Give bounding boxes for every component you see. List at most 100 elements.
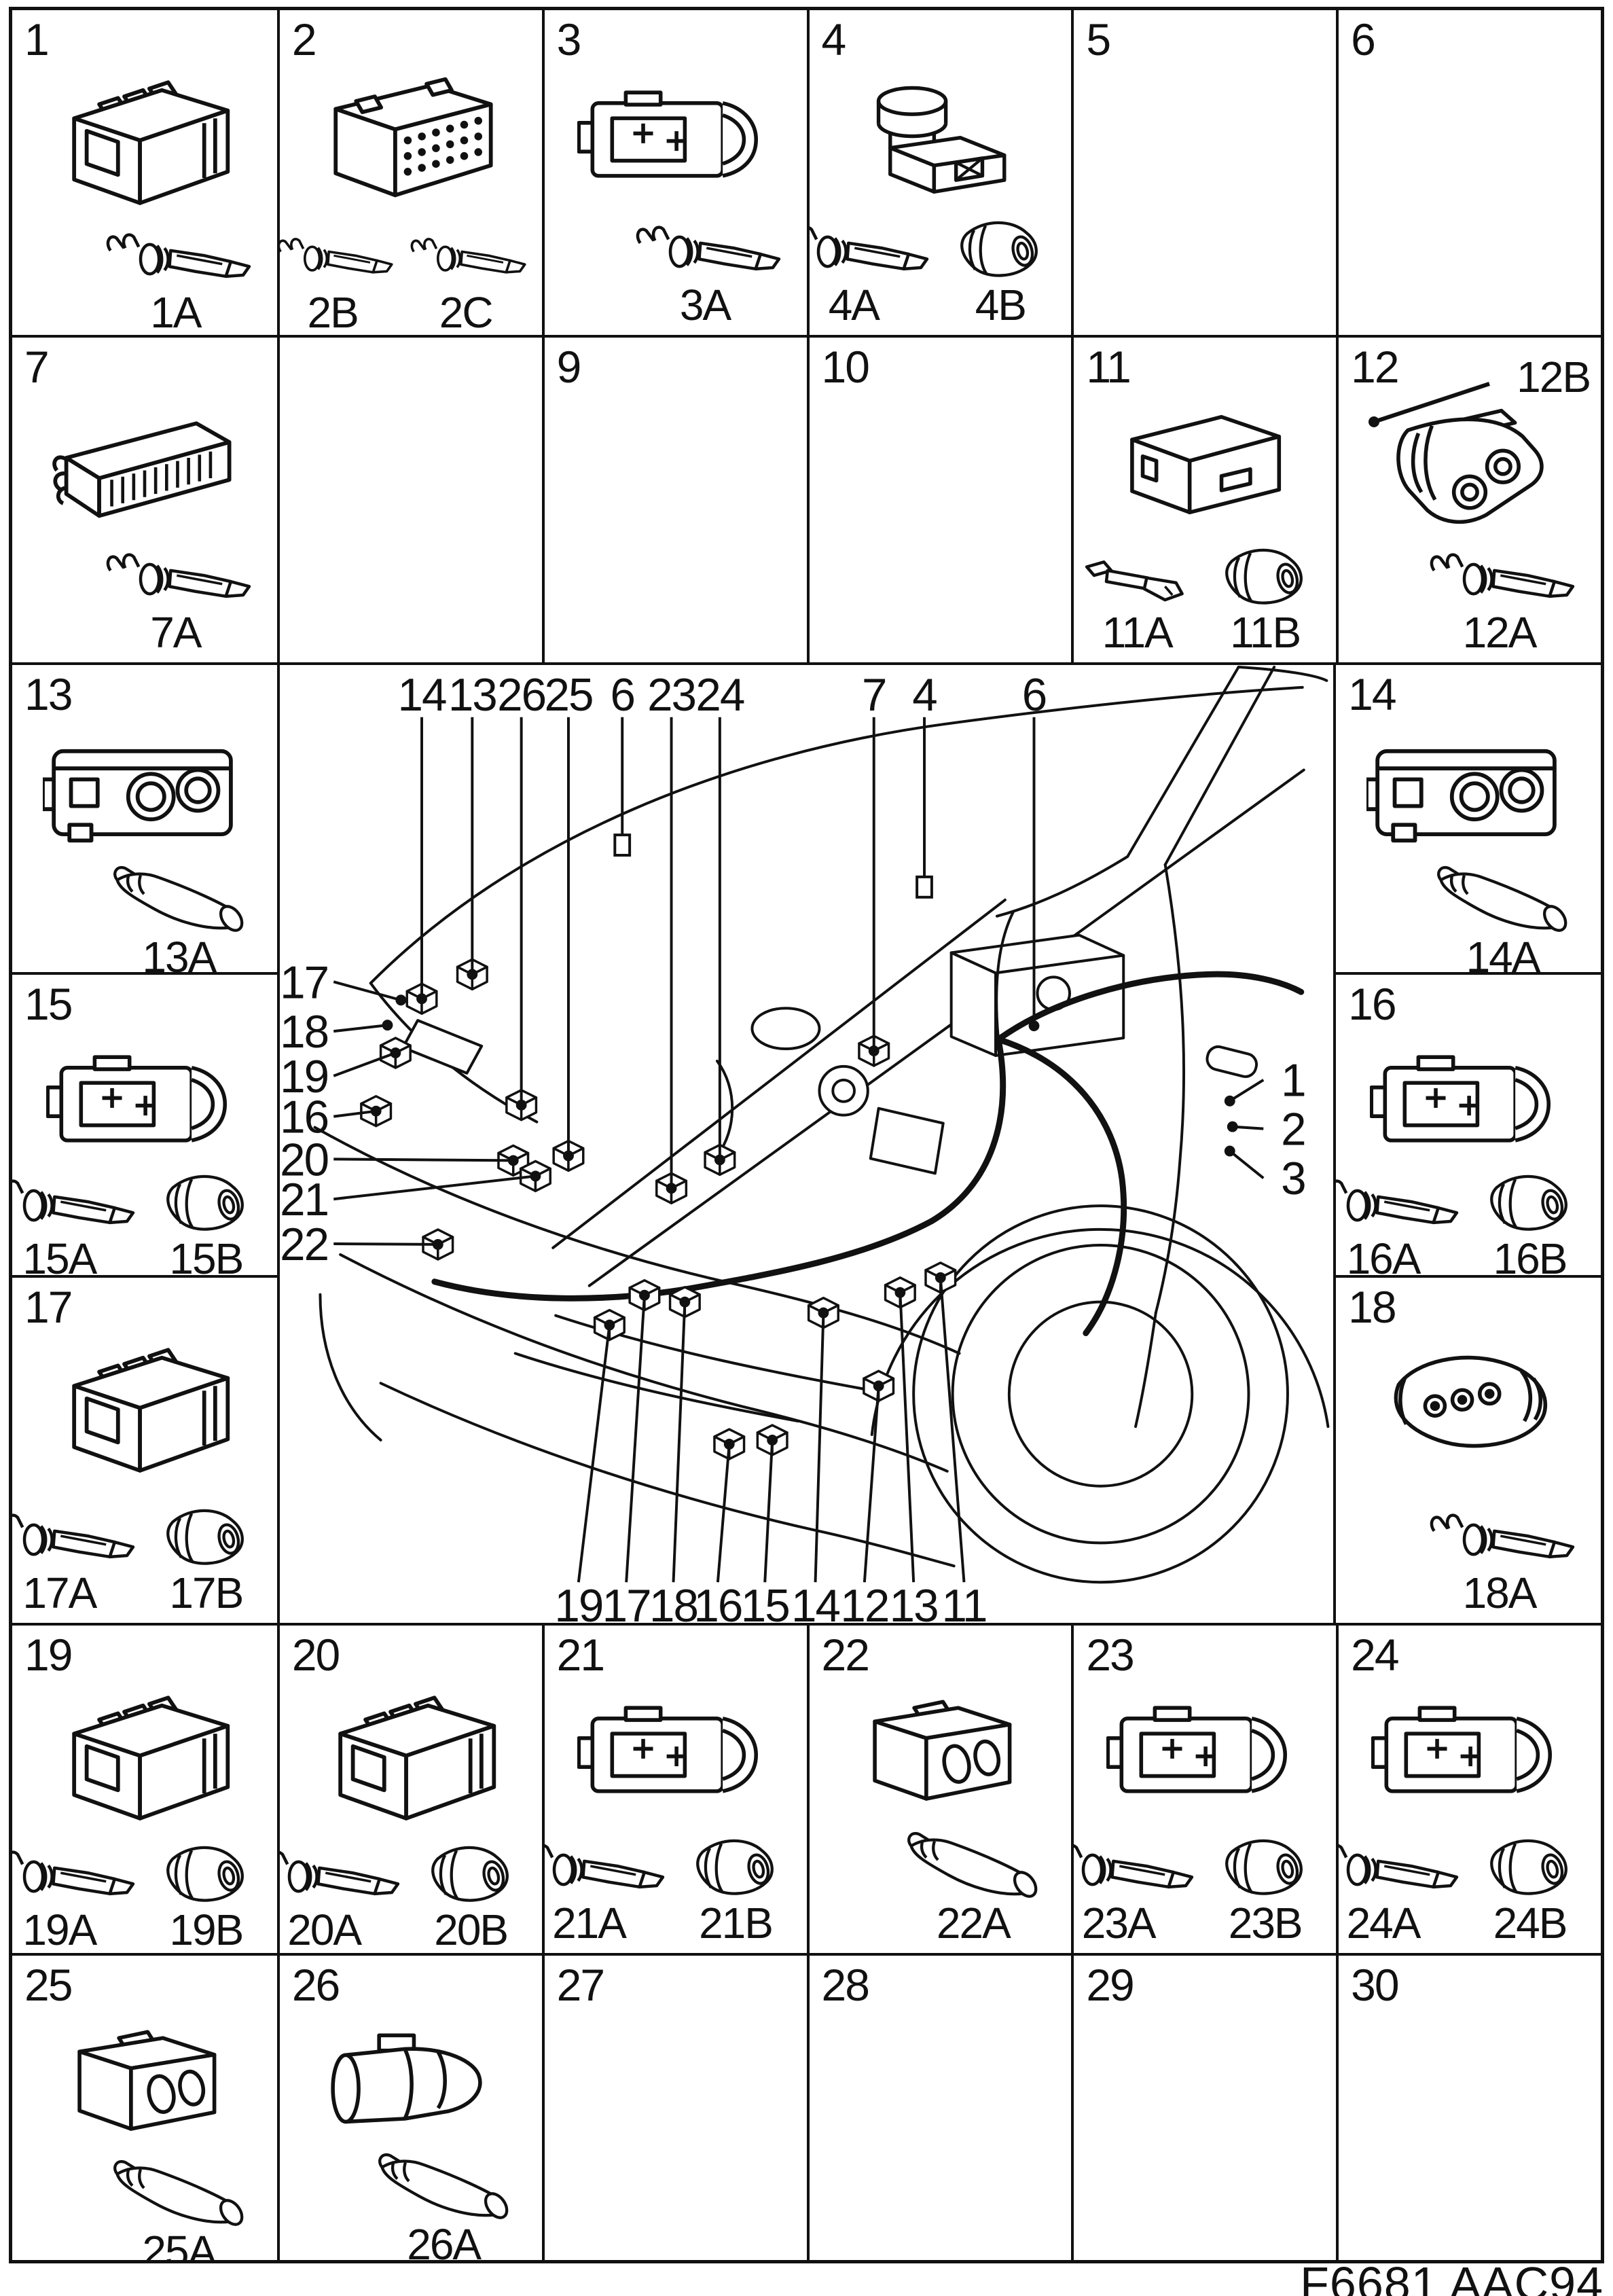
part-23B: 23B	[1216, 1831, 1314, 1946]
callout-dot	[894, 1287, 906, 1298]
callout-dot	[868, 1045, 880, 1056]
callout-dot	[604, 1319, 615, 1331]
callout-leader-line	[333, 1024, 388, 1033]
callout-label-19: 19	[554, 1581, 602, 1623]
part-label: 15B	[169, 1234, 244, 1275]
grid-row-1: 11A22A2B2C33A44A4B56	[12, 10, 1601, 335]
callout-label-26: 26	[497, 670, 545, 721]
callout-label-6: 6	[610, 670, 634, 721]
callout-label-13: 13	[890, 1581, 938, 1623]
term-illustration	[626, 215, 785, 283]
part-11B: 11B	[1216, 540, 1314, 656]
part-7A: 7A	[96, 542, 255, 656]
connector-cube-art	[359, 1095, 393, 1128]
part-12A: 12A	[1419, 542, 1579, 656]
connector-housing-art	[818, 73, 1064, 209]
callout-dot	[1224, 1145, 1235, 1157]
cell-number: 21	[556, 1630, 605, 1680]
connector-housing-illustration	[43, 73, 247, 222]
term-illustration	[277, 1840, 404, 1907]
part-3A: 3A	[626, 215, 785, 328]
cell-number: 23	[1086, 1630, 1134, 1680]
part-24B: 24B	[1481, 1831, 1579, 1946]
part-label: 19B	[169, 1905, 244, 1953]
callout-leader-line	[763, 1439, 774, 1583]
terminal-parts-row: 4A 4B	[818, 213, 1064, 331]
cell-number: 4	[821, 14, 847, 65]
callout-dot	[873, 1380, 884, 1392]
part-label: 21B	[699, 1898, 774, 1948]
boot-illustration	[951, 213, 1049, 283]
callout-dot	[1224, 1095, 1235, 1107]
terminal-parts-row: 22A	[818, 1819, 1064, 1949]
callout-dot	[390, 1047, 401, 1058]
term-illustration	[1071, 1833, 1198, 1901]
part-13A: 13A	[103, 853, 255, 972]
connector-housing-art	[1344, 728, 1593, 853]
callout-label-17: 17	[602, 1581, 651, 1623]
callout-label-23: 23	[647, 670, 695, 721]
part-label: 18A	[1462, 1568, 1538, 1617]
callout-leader-line	[333, 1174, 536, 1201]
connector-housing-illustration	[1371, 1688, 1568, 1817]
callout-leader-line	[333, 1052, 396, 1077]
cell-number: 10	[821, 342, 870, 392]
callout-label-20: 20	[280, 1134, 328, 1185]
cell-number: 12	[1351, 342, 1399, 392]
cell-4: 4 4A 4B	[806, 10, 1072, 335]
callout-dot	[818, 1307, 829, 1319]
boot-illustration	[1216, 1831, 1314, 1901]
connector-housing-art	[1344, 1037, 1593, 1166]
callout-dot	[714, 1154, 725, 1166]
part-2C: 2C	[402, 222, 530, 335]
callout-label-14: 14	[397, 670, 446, 721]
connector-housing-illustration	[1106, 400, 1303, 529]
cell-number: 2	[291, 14, 317, 65]
boot-illustration	[157, 1166, 255, 1236]
callout-label-14: 14	[791, 1581, 839, 1623]
callout-label-2: 2	[1281, 1104, 1305, 1155]
part-24A: 24A	[1336, 1833, 1463, 1946]
part-19B: 19B	[157, 1837, 255, 1953]
car-front-wiring-illustration: 1413262562324746191718161514121311171819…	[280, 665, 1330, 1623]
callout-clip-marker	[613, 833, 631, 857]
callout-leader-line	[577, 1325, 611, 1583]
boot-illustration	[422, 1837, 520, 1907]
car-outline-art	[313, 665, 1330, 1584]
boot-illustration	[1216, 540, 1314, 610]
part-1A: 1A	[96, 222, 255, 335]
part-15A: 15A	[12, 1168, 139, 1275]
connector-housing-art	[20, 1037, 269, 1166]
callout-leader-line	[672, 1302, 687, 1583]
part-label: 4A	[828, 280, 880, 329]
callout-dot	[935, 1272, 946, 1283]
part-label: 12A	[1462, 607, 1538, 657]
callout-dot	[767, 1434, 778, 1446]
callout-leader-line	[863, 1386, 880, 1583]
part-4A: 4A	[807, 215, 934, 328]
part-label: 4B	[975, 280, 1027, 329]
sleeve-illustration	[103, 2147, 255, 2229]
boot-illustration	[687, 1831, 785, 1901]
callout-dot	[723, 1438, 735, 1450]
callout-dot	[382, 1020, 393, 1031]
part-23A: 23A	[1071, 1833, 1198, 1946]
connector-housing-illustration	[1370, 1340, 1567, 1463]
sleeve-illustration	[103, 853, 255, 935]
cell-number: 28	[821, 1960, 870, 2010]
connector-housing-illustration	[577, 73, 774, 202]
connector-housing-illustration	[43, 1688, 247, 1837]
cell-number: 30	[1351, 1960, 1399, 2010]
cell-10: 10	[806, 338, 1072, 662]
connector-housing-art	[553, 73, 799, 202]
